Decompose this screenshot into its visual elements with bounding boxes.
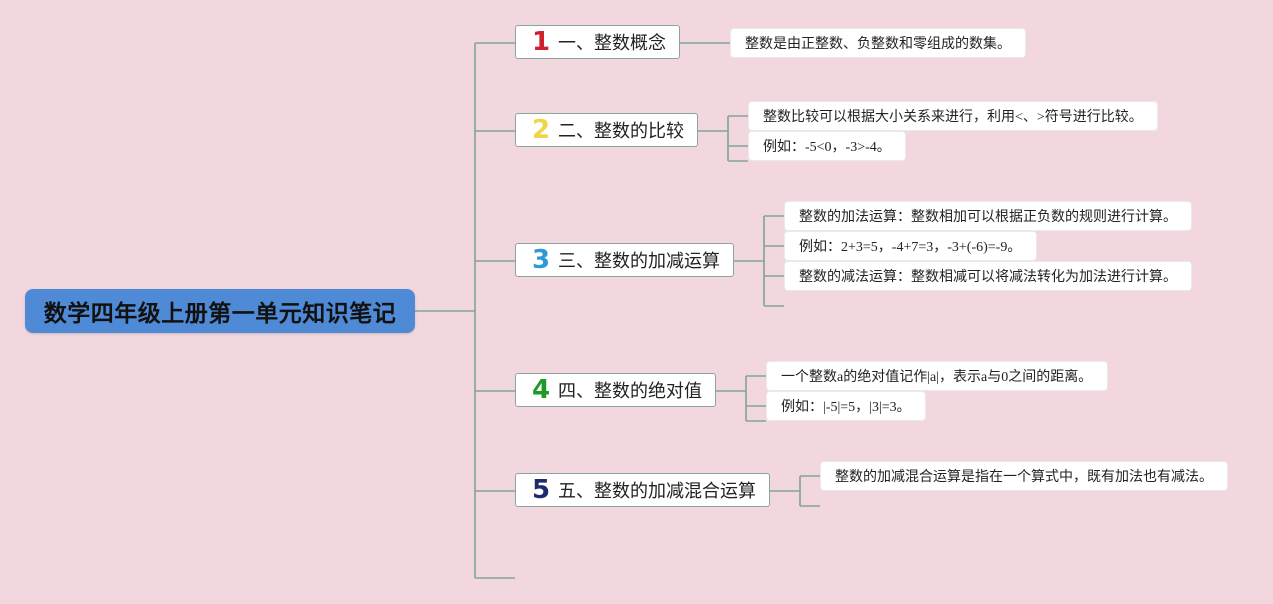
leaf-connector-3 (734, 215, 784, 307)
leaf-topic[interactable]: 整数的加法运算：整数相加可以根据正负数的规则进行计算。 (784, 201, 1192, 231)
number-icon-4: 4 (531, 375, 551, 405)
leaf-connector-4 (716, 375, 766, 422)
number-icon-5: 5 (531, 475, 551, 505)
branch-topic-2[interactable]: 2 二、整数的比较 (515, 113, 698, 147)
branch-label: 一、整数概念 (558, 33, 666, 53)
branch-topic-3[interactable]: 3 三、整数的加减运算 (515, 243, 734, 277)
branch-topic-4[interactable]: 4 四、整数的绝对值 (515, 373, 716, 407)
leaf-topic[interactable]: 整数是由正整数、负整数和零组成的数集。 (730, 28, 1026, 58)
leaf-connector-5 (770, 475, 820, 507)
leaf-topic[interactable]: 例如：|-5|=5，|3|=3。 (766, 391, 926, 421)
number-icon-1: 1 (531, 27, 551, 57)
leaf-topic[interactable]: 整数的减法运算：整数相减可以将减法转化为加法进行计算。 (784, 261, 1192, 291)
leaf-topic[interactable]: 整数比较可以根据大小关系来进行，利用<、>符号进行比较。 (748, 101, 1158, 131)
branch-label: 四、整数的绝对值 (558, 381, 702, 401)
branch-topic-1[interactable]: 1 一、整数概念 (515, 25, 680, 59)
leaf-topic[interactable]: 整数的加减混合运算是指在一个算式中，既有加法也有减法。 (820, 461, 1228, 491)
number-icon-2: 2 (531, 115, 551, 145)
leaf-topic[interactable]: 例如：2+3=5，-4+7=3，-3+(-6)=-9。 (784, 231, 1037, 261)
branch-topic-5[interactable]: 5 五、整数的加减混合运算 (515, 473, 770, 507)
root-topic[interactable]: 数学四年级上册第一单元知识笔记 (25, 289, 415, 333)
leaf-connector-2 (698, 115, 748, 162)
branch-label: 三、整数的加减运算 (558, 251, 720, 271)
number-icon-3: 3 (531, 245, 551, 275)
leaf-topic[interactable]: 一个整数a的绝对值记作|a|，表示a与0之间的距离。 (766, 361, 1108, 391)
branch-label: 五、整数的加减混合运算 (558, 481, 756, 501)
leaf-topic[interactable]: 例如：-5<0，-3>-4。 (748, 131, 906, 161)
branch-label: 二、整数的比较 (558, 121, 684, 141)
